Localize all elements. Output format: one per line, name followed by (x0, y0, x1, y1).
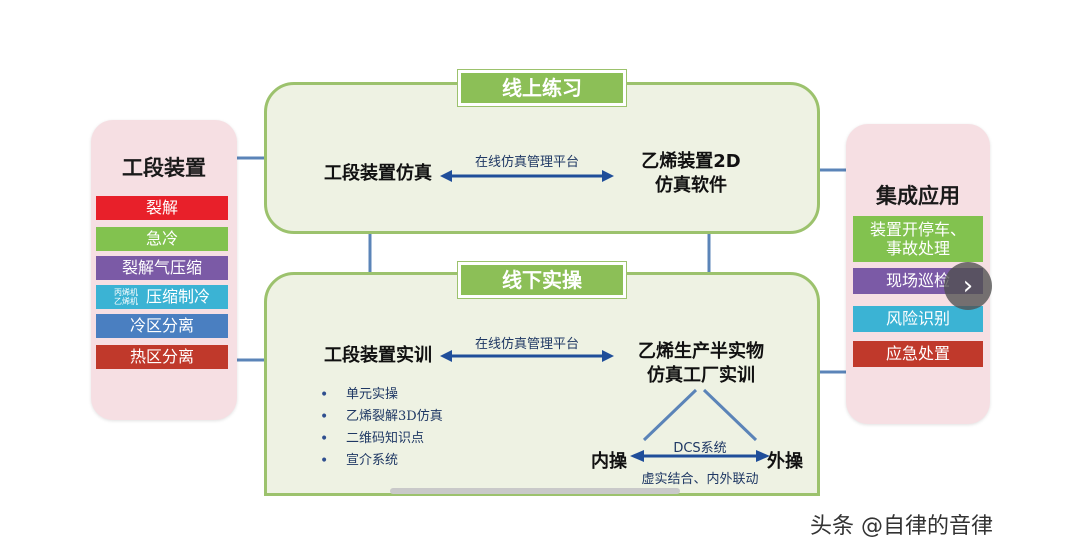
bullet-item: 单元实操 (318, 384, 443, 406)
offline-right-node-line-2: 仿真工厂实训 (647, 365, 755, 386)
offline-section-tab: 线下实操 (458, 262, 626, 298)
left-tag-3: 裂解气压缩 (96, 256, 228, 280)
left-tag-label: 压缩制冷 (145, 287, 210, 307)
online-section-tab: 线上练习 (458, 70, 626, 106)
online-right-node: 乙烯装置2D 仿真软件 (616, 150, 766, 198)
left-tag-6: 热区分离 (96, 345, 228, 369)
left-tag-mini-text: 丙烯机乙烯机 (114, 288, 138, 306)
left-tag-mini-line: 丙烯机 (113, 288, 138, 297)
online-arrow-label: 在线仿真管理平台 (474, 155, 579, 170)
right-tag-label: 装置开停车、 (869, 219, 966, 239)
left-tag-label: 冷区分离 (129, 316, 194, 336)
offline-bullet-list: 单元实操 乙烯裂解3D仿真 二维码知识点 宣介系统 (318, 384, 443, 472)
offline-right-node-line-1: 乙烯生产半实物 (638, 341, 764, 362)
right-tag-4: 应急处置 (853, 341, 983, 367)
offline-right-node: 乙烯生产半实物 仿真工厂实训 (616, 340, 786, 388)
left-tag-4: 丙烯机乙烯机压缩制冷 (96, 285, 228, 309)
right-tag-label: 事故处理 (885, 239, 950, 258)
left-panel-title: 工段装置 (122, 156, 206, 180)
dcs-label: DCS系统 (673, 441, 727, 456)
left-tag-label: 热区分离 (129, 347, 194, 367)
right-tag-label: 风险识别 (885, 309, 950, 329)
bullet-item: 乙烯裂解3D仿真 (318, 406, 443, 428)
next-slide-button[interactable]: › (944, 262, 992, 310)
left-tag-label: 急冷 (145, 229, 178, 249)
dcs-triangle (630, 388, 770, 462)
outer-op-label: 外操 (767, 451, 803, 472)
online-double-arrow (440, 170, 614, 182)
right-panel-title: 集成应用 (876, 184, 960, 208)
bottom-note: 虚实结合、内外联动 (641, 472, 759, 487)
watermark: 头条 @自律的音律 (810, 514, 993, 539)
online-right-node-line-1: 乙烯装置2D (641, 151, 741, 172)
inner-op-label: 内操 (591, 451, 627, 472)
left-tag-label: 裂解 (145, 198, 178, 218)
bullet-item: 二维码知识点 (318, 428, 443, 450)
chevron-right-icon: › (962, 271, 974, 301)
bullet-item: 宣介系统 (318, 450, 443, 472)
left-tag-mini-line: 乙烯机 (113, 297, 138, 306)
right-tag-label: 现场巡检 (885, 271, 950, 291)
offline-double-arrow (440, 350, 614, 362)
right-tag-label: 应急处置 (885, 344, 950, 364)
right-tag-1: 装置开停车、事故处理 (853, 216, 983, 262)
left-tag-label: 裂解气压缩 (121, 258, 202, 278)
offline-left-node: 工段装置实训 (324, 345, 432, 366)
left-tag-5: 冷区分离 (96, 314, 228, 338)
left-tag-1: 裂解 (96, 196, 228, 220)
horizontal-scrollbar[interactable] (390, 488, 680, 494)
left-tag-2: 急冷 (96, 227, 228, 251)
online-right-node-line-2: 仿真软件 (655, 175, 727, 196)
online-section (264, 82, 820, 234)
right-tag-3: 风险识别 (853, 306, 983, 332)
online-left-node: 工段装置仿真 (324, 163, 432, 184)
offline-arrow-label: 在线仿真管理平台 (474, 337, 579, 352)
